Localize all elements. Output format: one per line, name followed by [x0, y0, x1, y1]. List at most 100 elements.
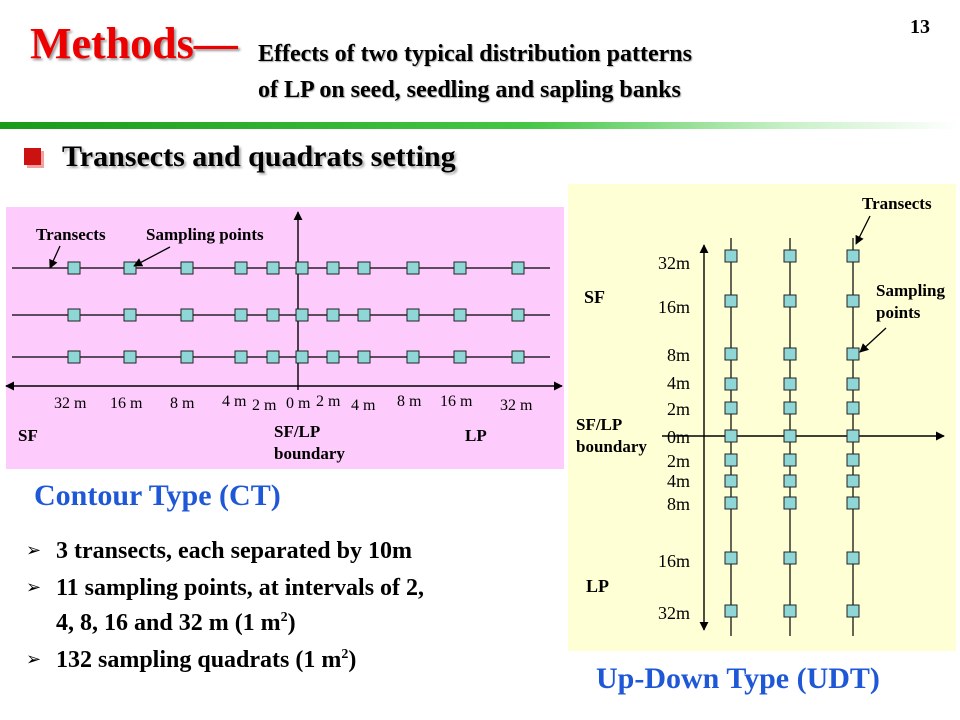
udt-sampling-point: [724, 401, 738, 415]
udt-distance-label: 16m: [658, 297, 690, 317]
ct-sampling-point: [295, 308, 309, 322]
udt-sampling-point: [846, 429, 860, 443]
bullet-item-2: ➢11 sampling points, at intervals of 2,: [26, 575, 424, 602]
ct-sampling-point: [234, 350, 248, 364]
ct-distance-label: 2 m: [252, 397, 277, 414]
ct-sampling-point: [326, 308, 340, 322]
ct-sampling-point: [406, 261, 420, 275]
udt-sampling-point: [783, 429, 797, 443]
udt-label-sampling-line1: Sampling: [876, 281, 945, 300]
ct-distance-label: 8 m: [397, 393, 422, 410]
udt-sampling-point: [783, 604, 797, 618]
udt-sampling-point: [724, 347, 738, 361]
udt-label-sampling-line2: points: [876, 303, 921, 322]
ct-sampling-point: [295, 261, 309, 275]
udt-sampling-point: [846, 347, 860, 361]
bullet-item-2-sup: 2: [280, 610, 288, 625]
ct-distance-label: 8 m: [170, 395, 195, 412]
bullet-square-icon: [24, 148, 41, 165]
udt-diagram-background: [568, 184, 956, 651]
ct-sampling-point: [180, 261, 194, 275]
bullet-item-2-continuation: 4, 8, 16 and 32 m (1 m2): [56, 610, 296, 637]
udt-sampling-point: [846, 249, 860, 263]
udt-distance-label: 16m: [658, 551, 690, 571]
udt-sampling-point: [783, 453, 797, 467]
udt-sampling-point: [724, 294, 738, 308]
udt-sampling-point: [846, 604, 860, 618]
ct-distance-label: 32 m: [500, 397, 533, 414]
ct-label-sampling-points: Sampling points: [146, 225, 264, 244]
ct-caption: Contour Type (CT): [34, 479, 281, 512]
ct-sampling-point: [180, 308, 194, 322]
ct-sampling-point: [406, 350, 420, 364]
header-divider: [0, 122, 960, 129]
udt-sampling-point: [724, 604, 738, 618]
udt-sampling-point: [846, 551, 860, 565]
udt-distance-label: 32m: [658, 253, 690, 273]
ct-diagram-background: [6, 207, 564, 469]
ct-sampling-point: [357, 350, 371, 364]
udt-sampling-point: [783, 377, 797, 391]
udt-sampling-point: [846, 294, 860, 308]
ct-distance-label: 16 m: [110, 395, 143, 412]
title-subtitle-line2: of LP on seed, seedling and sapling bank…: [258, 77, 681, 103]
bullet-item-1-text: 3 transects, each separated by 10m: [56, 538, 412, 564]
arrow-bullet-icon: ➢: [26, 577, 42, 598]
udt-sampling-point: [783, 551, 797, 565]
udt-transects-pointer-arrow: [855, 215, 871, 245]
udt-caption: Up-Down Type (UDT): [596, 662, 880, 695]
ct-markers: [67, 261, 525, 364]
udt-sampling-point: [724, 551, 738, 565]
ct-sampling-point: [123, 261, 137, 275]
udt-distance-label: 32m: [658, 603, 690, 623]
udt-distance-label: 8m: [667, 345, 690, 365]
udt-sampling-point: [783, 347, 797, 361]
page-number: 13: [910, 16, 930, 38]
udt-distance-label: 2m: [667, 451, 690, 471]
ct-sampling-point: [67, 261, 81, 275]
ct-transects-pointer-arrow: [49, 245, 61, 269]
ct-distance-label: 0 m: [286, 395, 311, 412]
udt-sampling-point: [724, 474, 738, 488]
udt-sampling-point: [724, 249, 738, 263]
bullet-item-3-text: 132 sampling quadrats (1 m: [56, 647, 342, 673]
udt-sampling-point: [724, 453, 738, 467]
udt-sampling-point: [724, 496, 738, 510]
udt-label-transects: Transects: [862, 194, 932, 213]
title-subtitle-line1: Effects of two typical distribution patt…: [258, 41, 692, 67]
ct-sampling-pointer-arrow: [133, 246, 171, 267]
ct-sampling-point: [511, 261, 525, 275]
ct-sampling-point: [326, 261, 340, 275]
ct-sampling-point: [266, 350, 280, 364]
udt-sampling-point: [846, 474, 860, 488]
udt-sampling-point: [846, 496, 860, 510]
udt-sampling-point: [783, 294, 797, 308]
ct-sampling-point: [453, 350, 467, 364]
title-subtitle: Effects of two typical distribution patt…: [258, 36, 692, 108]
udt-zone-boundary-line2: boundary: [576, 437, 647, 456]
udt-sampling-point: [724, 429, 738, 443]
udt-zone-sf: SF: [584, 287, 605, 307]
udt-sampling-point: [783, 474, 797, 488]
ct-sampling-point: [234, 261, 248, 275]
ct-sampling-point: [67, 350, 81, 364]
udt-sampling-point: [846, 453, 860, 467]
udt-distance-label: 2m: [667, 399, 690, 419]
bullet-item-3: ➢132 sampling quadrats (1 m2): [26, 647, 356, 674]
udt-zone-boundary-line1: SF/LP: [576, 415, 622, 434]
udt-markers: [724, 249, 860, 618]
udt-sampling-point: [846, 377, 860, 391]
ct-sampling-point: [326, 350, 340, 364]
title-main: Methods—: [30, 19, 238, 68]
ct-zone-boundary-line2: boundary: [274, 444, 345, 463]
udt-distance-label: 4m: [667, 471, 690, 491]
ct-sampling-point: [266, 261, 280, 275]
udt-sampling-point: [783, 401, 797, 415]
bullet-item-2-end: ): [287, 610, 296, 636]
udt-sampling-point: [724, 377, 738, 391]
section-heading: Transects and quadrats setting: [62, 140, 456, 173]
ct-sampling-point: [180, 350, 194, 364]
udt-distance-label: 8m: [667, 494, 690, 514]
